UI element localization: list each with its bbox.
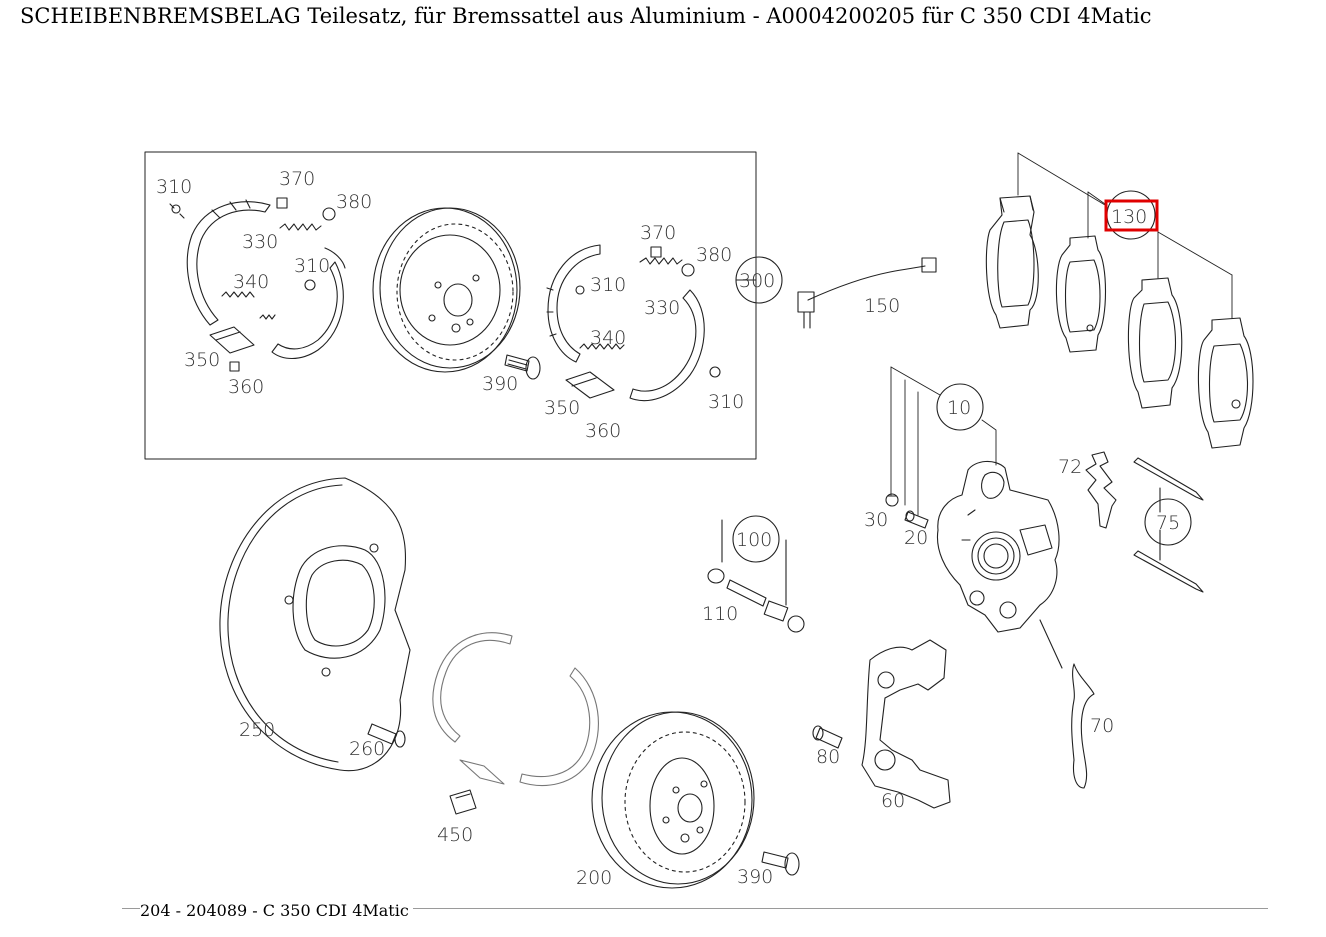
label-390[interactable]: 390	[482, 373, 518, 395]
label-72[interactable]: 72	[1058, 456, 1082, 478]
pin-set-100	[707, 519, 805, 633]
adjuster-450	[449, 789, 477, 815]
label-350[interactable]: 350	[184, 349, 220, 371]
page-title: SCHEIBENBREMSBELAG Teilesatz, für Bremss…	[20, 4, 1152, 28]
label-250[interactable]: 250	[239, 719, 275, 741]
label-310[interactable]: 310	[294, 255, 330, 277]
label-100[interactable]: 100	[736, 529, 772, 551]
label-330[interactable]: 330	[644, 297, 680, 319]
label-80[interactable]: 80	[816, 746, 840, 768]
pad-leader-lines	[1017, 152, 1233, 319]
label-20[interactable]: 20	[904, 527, 928, 549]
label-310[interactable]: 310	[590, 274, 626, 296]
brake-disc-200	[591, 711, 755, 889]
bolt-260	[367, 723, 406, 748]
label-340[interactable]: 340	[233, 271, 269, 293]
wear-sensor	[797, 257, 937, 329]
footer-divider	[122, 908, 1268, 909]
label-390[interactable]: 390	[737, 866, 773, 888]
label-310[interactable]: 310	[708, 391, 744, 413]
label-450[interactable]: 450	[437, 824, 473, 846]
highlight-box-130[interactable]	[1104, 199, 1159, 232]
label-30[interactable]: 30	[864, 509, 888, 531]
label-350[interactable]: 350	[544, 397, 580, 419]
label-150[interactable]: 150	[864, 295, 900, 317]
brake-pad-1	[985, 195, 1039, 329]
callout-10-circle	[936, 383, 984, 431]
brake-caliper	[936, 460, 1060, 633]
brake-shoe-left	[186, 199, 346, 360]
label-380[interactable]: 380	[696, 244, 732, 266]
label-360[interactable]: 360	[228, 376, 264, 398]
label-380[interactable]: 380	[336, 191, 372, 213]
label-340[interactable]: 340	[590, 327, 626, 349]
brake-pad-3	[1127, 277, 1183, 409]
bolt-390-bottom	[761, 851, 800, 876]
label-75[interactable]: 75	[1156, 512, 1180, 534]
bleeder-30	[885, 493, 899, 507]
label-60[interactable]: 60	[881, 790, 905, 812]
label-370[interactable]: 370	[640, 222, 676, 244]
caliper-leader-lines	[890, 366, 997, 516]
brake-pad-4	[1197, 317, 1254, 449]
callout-75-circle	[1144, 498, 1192, 546]
caliper-bracket-60	[861, 639, 951, 809]
spring-clip-72	[1085, 451, 1117, 529]
guide-bolt-20	[904, 510, 929, 529]
label-370[interactable]: 370	[279, 168, 315, 190]
label-200[interactable]: 200	[576, 867, 612, 889]
label-330[interactable]: 330	[242, 231, 278, 253]
label-300[interactable]: 300	[739, 270, 775, 292]
parking-shoes-bottom	[432, 632, 599, 787]
callout-100-circle	[732, 515, 780, 563]
bolt-80	[812, 725, 843, 749]
label-130[interactable]: 130	[1111, 206, 1147, 228]
callout-300	[735, 256, 783, 304]
brake-shoe-right	[546, 244, 721, 402]
backing-plate-250	[219, 477, 411, 772]
label-310[interactable]: 310	[156, 176, 192, 198]
footer-model-label: 204 - 204089 - C 350 CDI 4Matic	[140, 901, 413, 920]
springs-left	[169, 197, 336, 372]
label-10[interactable]: 10	[947, 397, 971, 419]
brake-disc-inset	[372, 207, 521, 373]
label-260[interactable]: 260	[349, 738, 385, 760]
label-110[interactable]: 110	[702, 603, 738, 625]
label-360[interactable]: 360	[585, 420, 621, 442]
bolt-390-inset	[504, 354, 541, 380]
label-70[interactable]: 70	[1090, 715, 1114, 737]
brake-pad-2	[1055, 235, 1107, 353]
inset-frame	[144, 151, 757, 460]
wear-indicator-70	[1039, 619, 1095, 789]
